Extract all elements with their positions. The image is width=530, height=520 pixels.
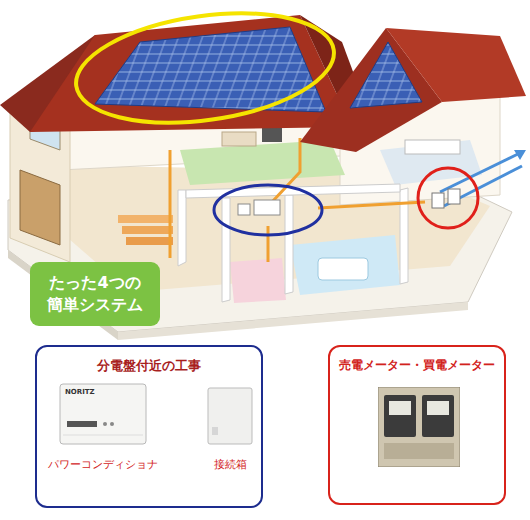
work-panel: 分電盤付近の工事 NORITZパワーコンディショナ 接続箱 [35, 345, 263, 508]
grid-line [444, 166, 522, 206]
meter-mini [432, 193, 444, 208]
jbox-mini [238, 204, 250, 215]
pcs-button [110, 422, 114, 426]
pcs-seam [63, 435, 143, 436]
bathtub [318, 258, 368, 280]
meter-photo [378, 387, 460, 467]
brand-label: NORITZ [65, 388, 95, 396]
balcony-door [20, 170, 60, 245]
partition-wall [178, 190, 186, 266]
device-label: 接続箱 [214, 457, 247, 472]
meter-panel: 売電メーター・買電メーター [328, 345, 506, 505]
ac-wire [318, 202, 425, 208]
meter-mini [448, 189, 460, 204]
meter-face [389, 401, 411, 415]
pcs-body [60, 384, 146, 444]
living-floor [180, 140, 345, 185]
partition-wall [285, 195, 293, 294]
toilet-floor [230, 258, 286, 303]
highlight-ring [214, 185, 322, 235]
pcs-mini [254, 200, 280, 215]
panel-heading: 分電盤付近の工事 [97, 357, 201, 375]
jbox-drawing [207, 387, 253, 445]
highlight-ring [69, 0, 341, 138]
highlight-ring [418, 168, 478, 228]
jbox-body [208, 388, 252, 444]
slab-edge [118, 302, 468, 340]
meter-board [378, 387, 460, 467]
bath-floor [290, 235, 400, 295]
meter [384, 395, 416, 437]
wire [267, 226, 270, 262]
meter [422, 395, 454, 437]
solar-panel [350, 42, 422, 108]
sofa [222, 132, 256, 146]
arrow-head [514, 150, 526, 160]
pcs-button [103, 422, 107, 426]
kitchen-counter [405, 140, 460, 154]
meter-base [384, 443, 454, 459]
junction-box: 接続箱 [207, 387, 253, 445]
partition-wall [186, 184, 400, 198]
device-label: パワーコンディショナ [48, 457, 158, 472]
feature-badge: たった4つの 簡単システム [30, 262, 160, 326]
badge-title: たった4つの 簡単システム [38, 272, 152, 315]
power-conditioner: NORITZパワーコンディショナ [59, 383, 147, 445]
stair-step [118, 215, 173, 223]
dc-wire [272, 138, 300, 202]
wire [169, 150, 172, 258]
stair-step [122, 226, 173, 234]
pcs-display [67, 421, 97, 427]
solar-panel [95, 27, 326, 112]
stair-step [126, 237, 173, 245]
tv [262, 128, 282, 142]
meter-face [427, 401, 449, 415]
jbox-latch [212, 427, 218, 435]
panel-heading: 売電メーター・買電メーター [339, 357, 495, 374]
partition-wall [222, 198, 230, 302]
